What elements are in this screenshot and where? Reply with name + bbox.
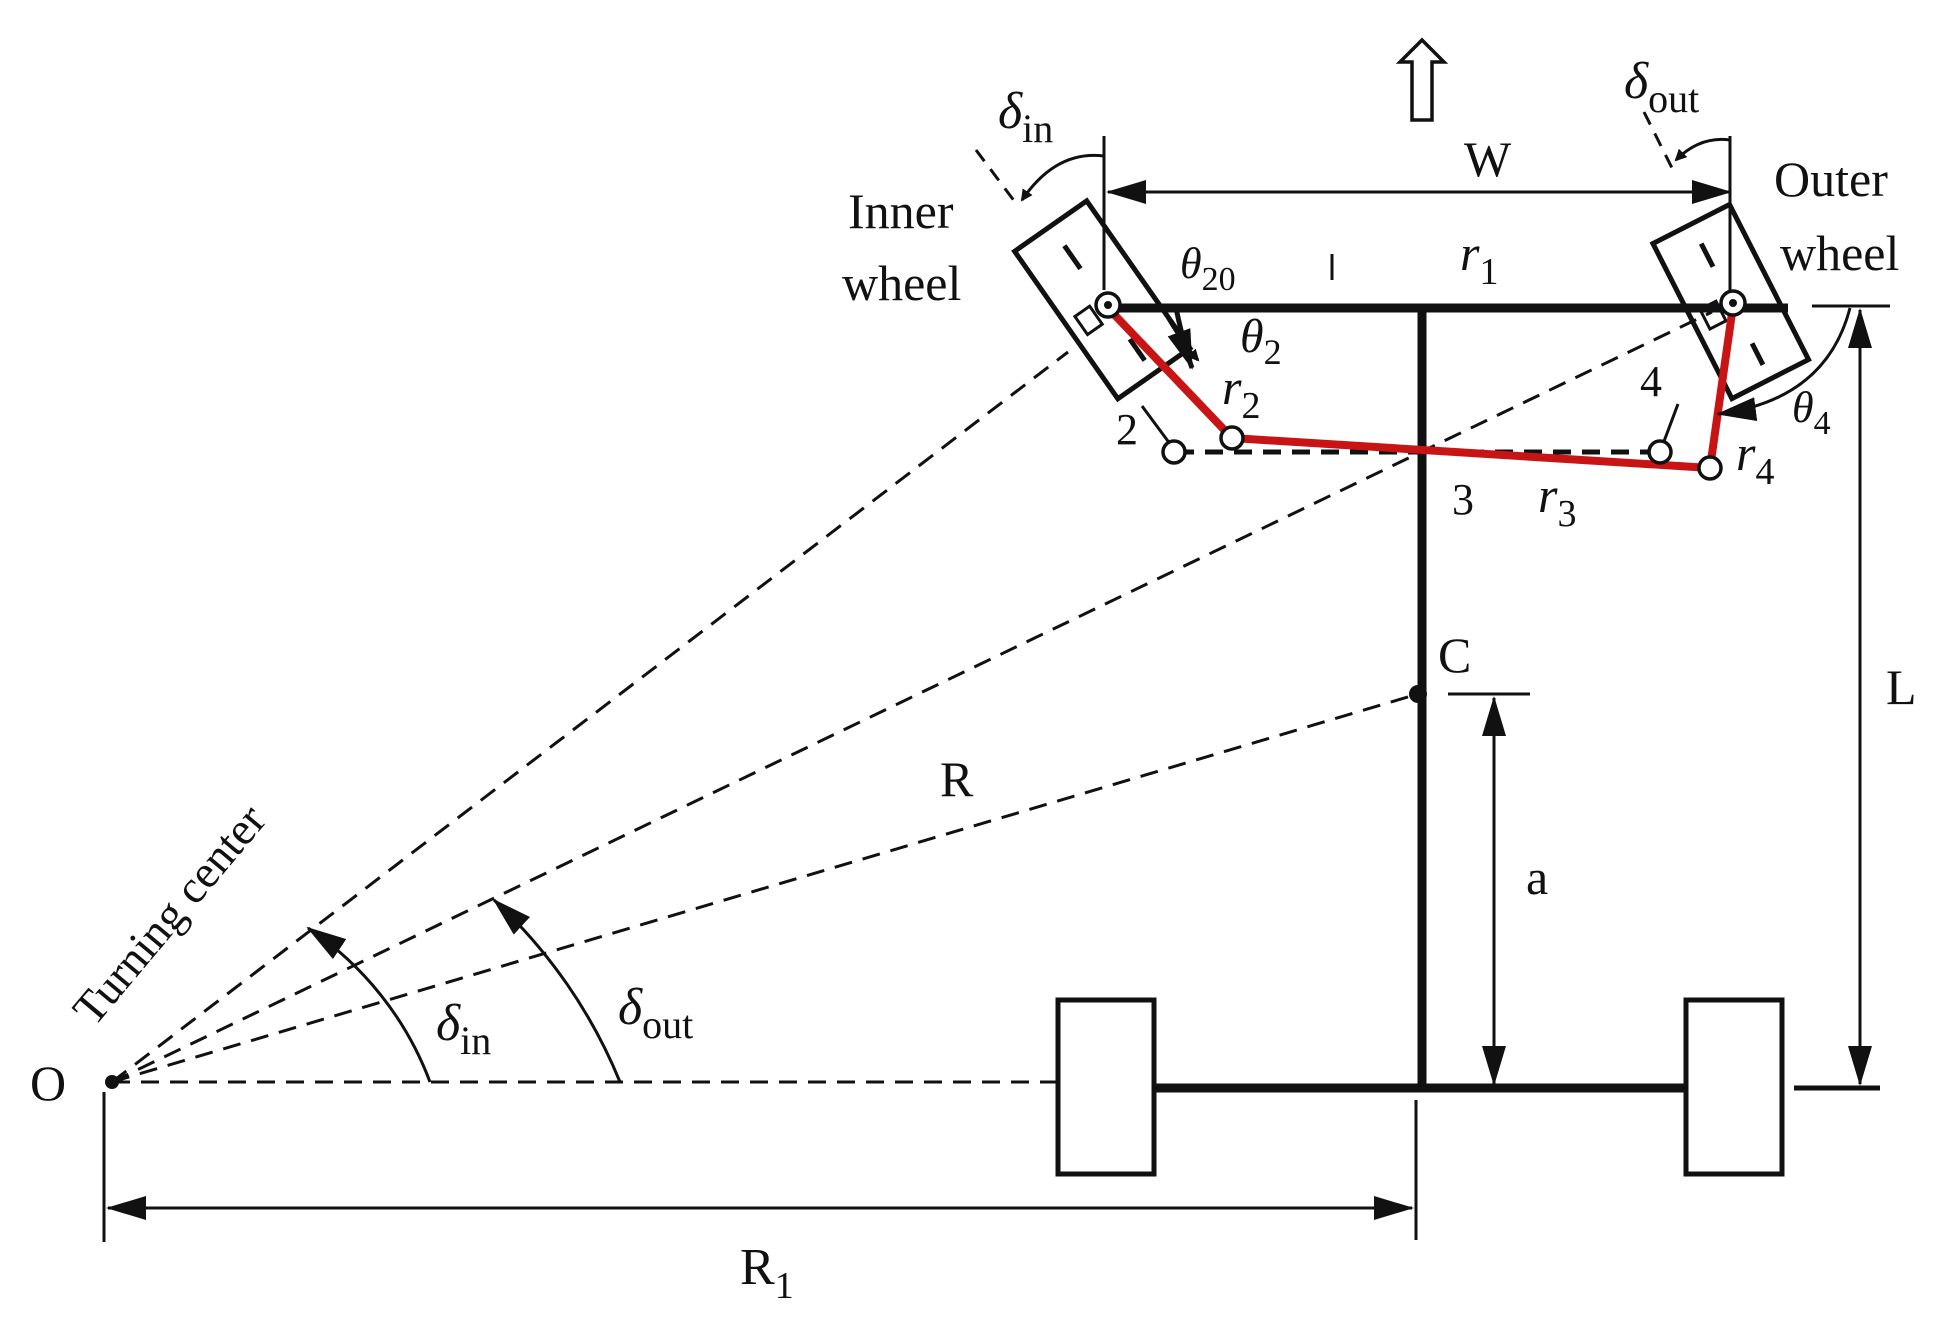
label-o: O <box>30 1055 66 1111</box>
angle-arcs <box>306 111 1852 1083</box>
joint-2 <box>1161 439 1187 465</box>
ray-cg <box>111 692 1419 1084</box>
label-r1: R1 <box>740 1239 794 1307</box>
radius-lines <box>111 310 1880 1091</box>
label-r1-link: r1 <box>1460 225 1498 293</box>
labels: Inner wheel Outer wheel W L a R C O R1 T… <box>30 53 1917 1307</box>
cg-point <box>1409 685 1427 703</box>
label-l: L <box>1886 659 1917 715</box>
joint-4 <box>1647 439 1673 465</box>
label-delta-out-bottom: δout <box>618 979 693 1047</box>
arc-theta4 <box>1716 307 1852 421</box>
dimension-l <box>1812 304 1890 1086</box>
label-joint-4: 4 <box>1640 357 1662 406</box>
label-theta20: θ20 <box>1180 239 1236 298</box>
label-a: a <box>1526 849 1548 905</box>
label-r4-link: r4 <box>1736 425 1774 493</box>
dimension-a <box>1448 692 1530 1086</box>
label-c: C <box>1438 627 1471 683</box>
label-outer-wheel-1: Outer <box>1774 151 1888 207</box>
label-delta-out-top: δout <box>1624 53 1699 121</box>
steer-ref-outer <box>1642 111 1674 169</box>
pivot-inner-kingpin-dot <box>1104 301 1112 309</box>
arc-delta-out-origin <box>492 898 622 1083</box>
label-turning-center: Turning center <box>63 794 276 1034</box>
rear-outer-wheel <box>1683 997 1785 1177</box>
label-joint-3: 3 <box>1452 475 1474 524</box>
arc-theta2 <box>1167 307 1195 370</box>
pivot-outer-kingpin-dot <box>1729 299 1737 307</box>
ray-inner-wheel <box>111 350 1069 1084</box>
up-arrow-outline-icon <box>1395 37 1449 122</box>
label-delta-in-bottom: δin <box>436 995 491 1063</box>
label-delta-in-top: δin <box>998 83 1053 151</box>
label-joint-2: 2 <box>1116 405 1138 454</box>
arc-delta-in-origin <box>306 926 432 1083</box>
label-outer-wheel-2: wheel <box>1780 225 1899 281</box>
label-theta2: θ2 <box>1240 310 1282 372</box>
joint-r2-r3 <box>1219 425 1245 451</box>
steer-ref-inner <box>974 149 1020 207</box>
label-r: R <box>940 751 974 807</box>
label-theta4: θ4 <box>1792 383 1831 442</box>
linkage-r2-r3-r4 <box>1104 302 1737 473</box>
arc-delta-out-wheel <box>1674 137 1731 162</box>
label-r3-link: r3 <box>1538 467 1576 535</box>
label-w: W <box>1464 131 1512 187</box>
origin-point <box>105 1075 119 1089</box>
chassis <box>1055 303 1788 1177</box>
front-inner-wheel <box>1011 197 1194 403</box>
ray-outer-wheel <box>111 310 1713 1084</box>
arc-delta-in-wheel <box>1020 153 1105 202</box>
joint-r3-r4 <box>1697 455 1723 481</box>
dimension-w <box>1102 136 1732 290</box>
rear-inner-wheel <box>1055 997 1157 1177</box>
label-inner-wheel-1: Inner <box>848 183 954 239</box>
steering-linkage <box>1094 289 1747 481</box>
label-inner-wheel-2: wheel <box>842 255 961 311</box>
label-r2-link: r2 <box>1222 359 1260 427</box>
dimension-r1 <box>102 1092 1418 1242</box>
